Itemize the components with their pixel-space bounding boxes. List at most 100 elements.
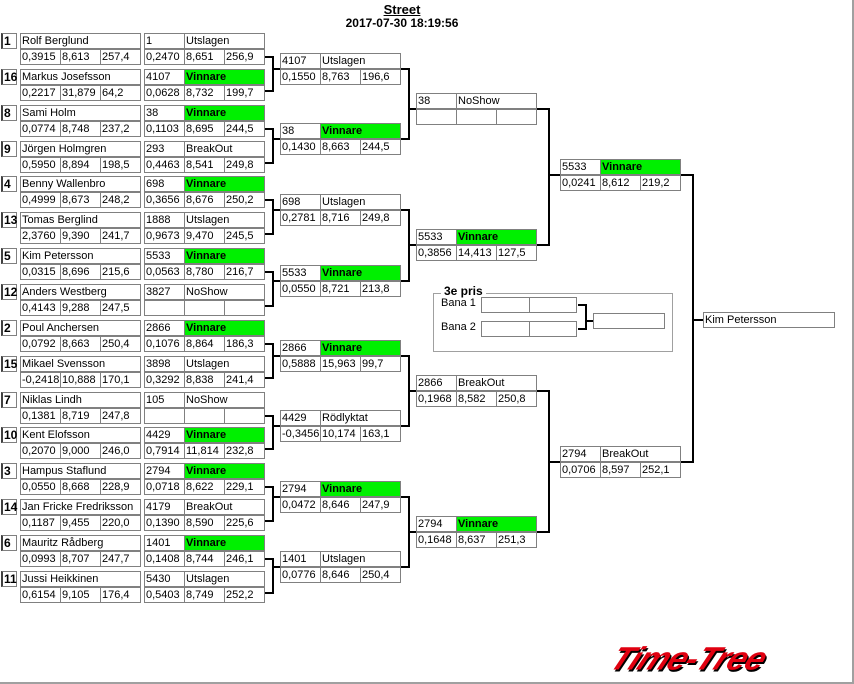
round1-result-time bbox=[184, 300, 225, 316]
round1-result-id: 4107 bbox=[144, 69, 185, 85]
seed-number: 12 bbox=[1, 284, 17, 300]
round1-result-speed: 245,5 bbox=[224, 228, 265, 244]
seed-number: 10 bbox=[1, 427, 17, 443]
round2-result-reaction: 0,0776 bbox=[280, 567, 321, 583]
driver-speed: 246,0 bbox=[100, 443, 141, 459]
final-winner: Kim Petersson bbox=[703, 312, 835, 328]
round1-result-reaction: 0,1103 bbox=[144, 121, 185, 137]
driver-name: Tomas Berglind bbox=[20, 212, 141, 228]
round4-result-id: 5533 bbox=[560, 159, 601, 175]
seed-number: 2 bbox=[1, 320, 17, 336]
driver-speed: 220,0 bbox=[100, 515, 141, 531]
round1-result-speed bbox=[224, 300, 265, 316]
round3-result-time bbox=[456, 109, 497, 125]
driver-reaction: 0,4143 bbox=[20, 300, 61, 316]
round1-result-id: 105 bbox=[144, 392, 185, 408]
driver-reaction: 0,0792 bbox=[20, 336, 61, 352]
round2-result-id: 2794 bbox=[280, 481, 321, 497]
round1-result-id: 5533 bbox=[144, 248, 185, 264]
round1-result-status: Vinnare bbox=[184, 463, 265, 479]
driver-time: 8,696 bbox=[60, 264, 101, 280]
round4-result-id: 2794 bbox=[560, 446, 601, 462]
third-lane1-cell-b bbox=[529, 297, 577, 313]
round2-result-time: 10,174 bbox=[320, 426, 361, 442]
driver-time: 8,613 bbox=[60, 49, 101, 65]
round1-result-id: 1888 bbox=[144, 212, 185, 228]
round1-result-time: 11,814 bbox=[184, 443, 225, 459]
round1-result-speed: 186,3 bbox=[224, 336, 265, 352]
round1-result-time: 8,744 bbox=[184, 551, 225, 567]
round4-result-reaction: 0,0241 bbox=[560, 175, 601, 191]
round3-result-status: Vinnare bbox=[456, 516, 537, 532]
driver-time: 8,748 bbox=[60, 121, 101, 137]
round2-result-status: Vinnare bbox=[320, 481, 401, 497]
round1-result-time: 8,749 bbox=[184, 587, 225, 603]
seed-number: 15 bbox=[1, 356, 17, 372]
round1-result-status: Vinnare bbox=[184, 248, 265, 264]
round1-result-time: 8,864 bbox=[184, 336, 225, 352]
round3-result-id: 2866 bbox=[416, 375, 457, 391]
round2-result-speed: 196,6 bbox=[360, 69, 401, 85]
third-place-title: 3e pris bbox=[441, 284, 486, 298]
driver-speed: 257,4 bbox=[100, 49, 141, 65]
driver-name: Jan Fricke Fredriksson bbox=[20, 499, 141, 515]
seed-number: 4 bbox=[1, 176, 17, 192]
driver-speed: 198,5 bbox=[100, 157, 141, 173]
round2-result-time: 8,721 bbox=[320, 281, 361, 297]
round2-result-status: Rödlyktat bbox=[320, 410, 401, 426]
round2-result-reaction: 0,0472 bbox=[280, 497, 321, 513]
driver-reaction: 0,2070 bbox=[20, 443, 61, 459]
round4-result-speed: 219,2 bbox=[640, 175, 681, 191]
driver-speed: 247,5 bbox=[100, 300, 141, 316]
driver-reaction: 0,5950 bbox=[20, 157, 61, 173]
driver-name: Benny Wallenbro bbox=[20, 176, 141, 192]
round1-result-speed: 216,7 bbox=[224, 264, 265, 280]
round3-result-speed: 251,3 bbox=[496, 532, 537, 548]
round3-result-id: 38 bbox=[416, 93, 457, 109]
round1-result-id: 5430 bbox=[144, 571, 185, 587]
round2-result-status: Vinnare bbox=[320, 265, 401, 281]
driver-reaction: 0,0774 bbox=[20, 121, 61, 137]
round2-result-status: Vinnare bbox=[320, 340, 401, 356]
seed-number: 6 bbox=[1, 535, 17, 551]
driver-reaction: 0,0550 bbox=[20, 479, 61, 495]
driver-speed: 228,9 bbox=[100, 479, 141, 495]
driver-time: 9,000 bbox=[60, 443, 101, 459]
driver-time: 8,707 bbox=[60, 551, 101, 567]
round2-result-time: 8,663 bbox=[320, 139, 361, 155]
round3-result-reaction: 0,1648 bbox=[416, 532, 457, 548]
driver-time: 31,879 bbox=[60, 85, 101, 101]
round2-result-reaction: 0,2781 bbox=[280, 210, 321, 226]
seed-number: 3 bbox=[1, 463, 17, 479]
round1-result-id: 3827 bbox=[144, 284, 185, 300]
round1-result-time: 8,676 bbox=[184, 192, 225, 208]
round3-result-speed: 250,8 bbox=[496, 391, 537, 407]
round2-result-time: 8,646 bbox=[320, 497, 361, 513]
round1-result-status: Utslagen bbox=[184, 356, 265, 372]
round1-result-reaction: 0,7914 bbox=[144, 443, 185, 459]
lane2-label: Bana 2 bbox=[441, 321, 476, 333]
driver-reaction: 0,1187 bbox=[20, 515, 61, 531]
driver-name: Jussi Heikkinen bbox=[20, 571, 141, 587]
round1-result-reaction: 0,1076 bbox=[144, 336, 185, 352]
driver-reaction: 0,0993 bbox=[20, 551, 61, 567]
round2-result-reaction: 0,1550 bbox=[280, 69, 321, 85]
round1-result-id: 4429 bbox=[144, 427, 185, 443]
round4-result-speed: 252,1 bbox=[640, 462, 681, 478]
round1-result-status: NoShow bbox=[184, 392, 265, 408]
round2-result-speed: 247,9 bbox=[360, 497, 401, 513]
round1-result-status: Utslagen bbox=[184, 571, 265, 587]
round2-result-speed: 249,8 bbox=[360, 210, 401, 226]
driver-speed: 215,6 bbox=[100, 264, 141, 280]
driver-time: 8,894 bbox=[60, 157, 101, 173]
round1-result-time: 8,732 bbox=[184, 85, 225, 101]
round2-result-id: 698 bbox=[280, 194, 321, 210]
round1-result-status: NoShow bbox=[184, 284, 265, 300]
round2-result-reaction: 0,0550 bbox=[280, 281, 321, 297]
round1-result-id: 1 bbox=[144, 33, 185, 49]
driver-speed: 170,1 bbox=[100, 372, 141, 388]
driver-name: Kim Petersson bbox=[20, 248, 141, 264]
driver-time: 9,105 bbox=[60, 587, 101, 603]
